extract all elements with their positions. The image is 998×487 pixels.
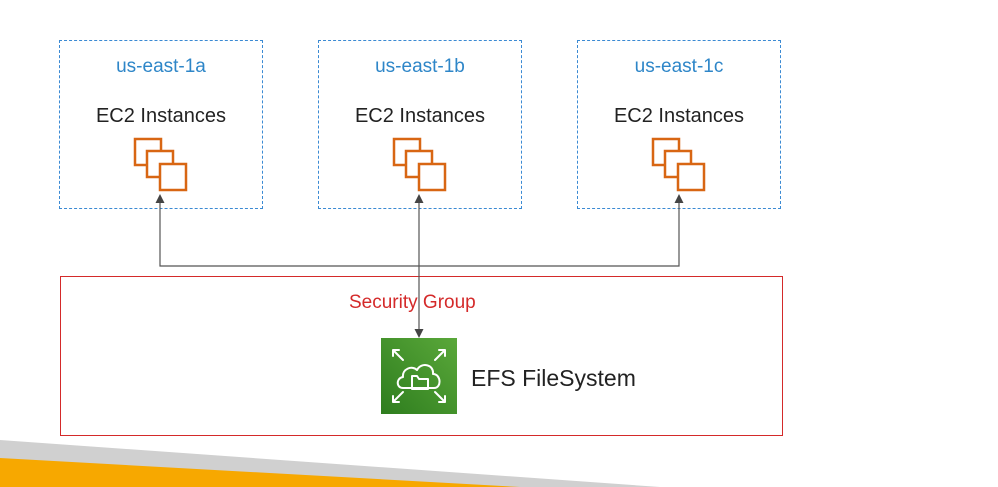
- ec2-instances-label: EC2 Instances: [95, 105, 227, 127]
- security-group-label: Security Group: [349, 292, 476, 313]
- ec2-instances-icon: [651, 137, 706, 192]
- az-label: us-east-1b: [375, 56, 465, 77]
- availability-zone-us-east-1a: us-east-1a EC2 Instances: [59, 40, 263, 209]
- ec2-instances-label: EC2 Instances: [613, 105, 745, 127]
- ec2-instances-label: EC2 Instances: [354, 105, 486, 127]
- efs-filesystem-label: EFS FileSystem: [471, 365, 636, 391]
- ec2-instances-icon: [133, 137, 188, 192]
- availability-zone-us-east-1b: us-east-1b EC2 Instances: [318, 40, 522, 209]
- az-label: us-east-1a: [116, 56, 206, 77]
- ec2-instances-icon: [392, 137, 447, 192]
- az-label: us-east-1c: [634, 56, 724, 77]
- efs-filesystem-icon: [381, 338, 457, 414]
- security-group-box: [60, 276, 783, 436]
- availability-zone-us-east-1c: us-east-1c EC2 Instances: [577, 40, 781, 209]
